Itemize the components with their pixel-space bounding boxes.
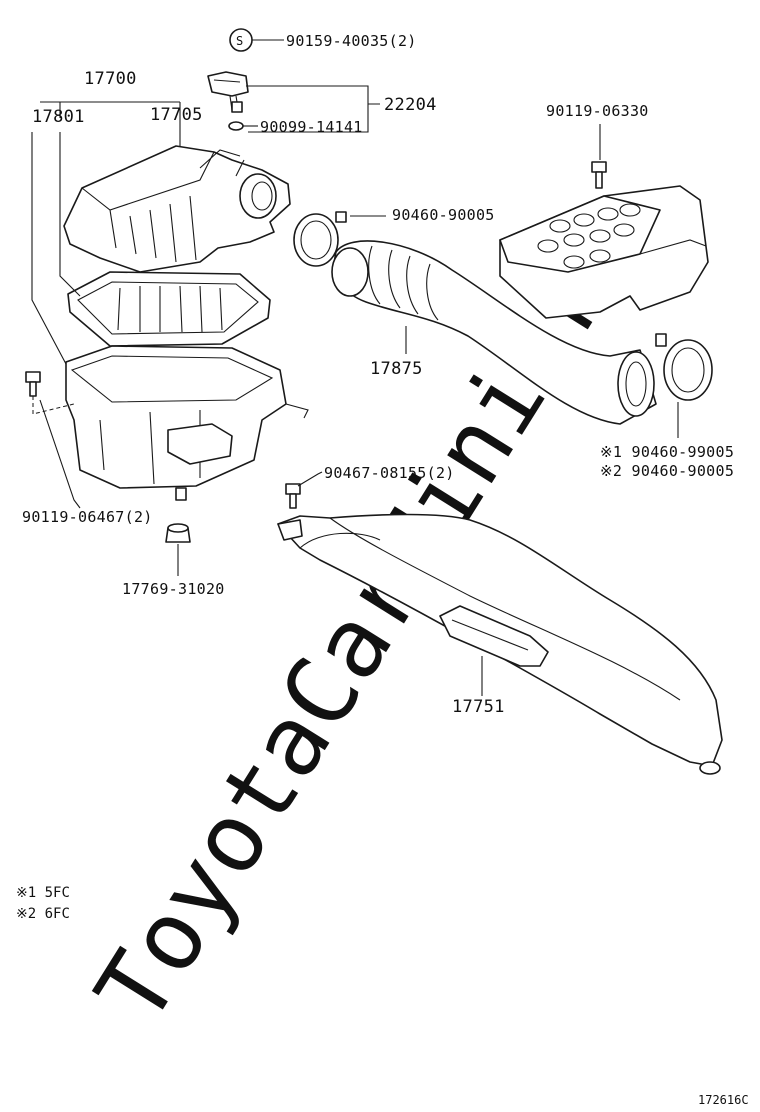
label-90119-06467[interactable]: 90119-06467(2) [22,508,153,526]
air-cleaner-cap[interactable] [63,145,291,273]
label-22204[interactable]: 22204 [384,95,437,115]
air-inlet-duct[interactable] [277,513,723,775]
duct-bolt[interactable] [277,483,303,541]
leader-lines [31,39,679,696]
label-90119-06330[interactable]: 90119-06330 [546,102,649,120]
label-17705[interactable]: 17705 [150,105,203,125]
label-90099-14141[interactable]: 90099-14141 [260,118,363,136]
label-17700[interactable]: 17700 [84,69,137,89]
resonator-bolt[interactable] [591,161,607,189]
o-ring-icon [228,121,244,131]
grommet[interactable] [165,523,191,543]
hose-clamp-rear[interactable] [655,333,713,401]
label-90467-08155[interactable]: 90467-08155(2) [324,464,455,482]
label-90460-90005-b[interactable]: ※2 90460-90005 [600,462,734,480]
case-bolt[interactable] [25,371,75,415]
hose-clamp-front[interactable] [293,211,347,267]
note-6fc: ※2 6FC [16,906,70,922]
intake-hose[interactable] [331,240,657,425]
label-17769-31020[interactable]: 17769-31020 [122,580,225,598]
note-5fc: ※1 5FC [16,885,70,901]
airflow-meter-sensor[interactable]: S [207,28,253,131]
label-90460-99005[interactable]: ※1 90460-99005 [600,443,734,461]
air-filter-element[interactable] [67,271,271,347]
screw-symbol-letter: S [236,34,243,48]
air-cleaner-case[interactable] [65,345,309,501]
intake-resonator[interactable] [499,185,709,319]
label-90460-90005[interactable]: 90460-90005 [392,206,495,224]
diagram-code: 172616C [698,1093,749,1107]
label-17875[interactable]: 17875 [370,359,423,379]
label-17801[interactable]: 17801 [32,107,85,127]
label-90159-40035[interactable]: 90159-40035(2) [286,32,417,50]
label-17751[interactable]: 17751 [452,697,505,717]
